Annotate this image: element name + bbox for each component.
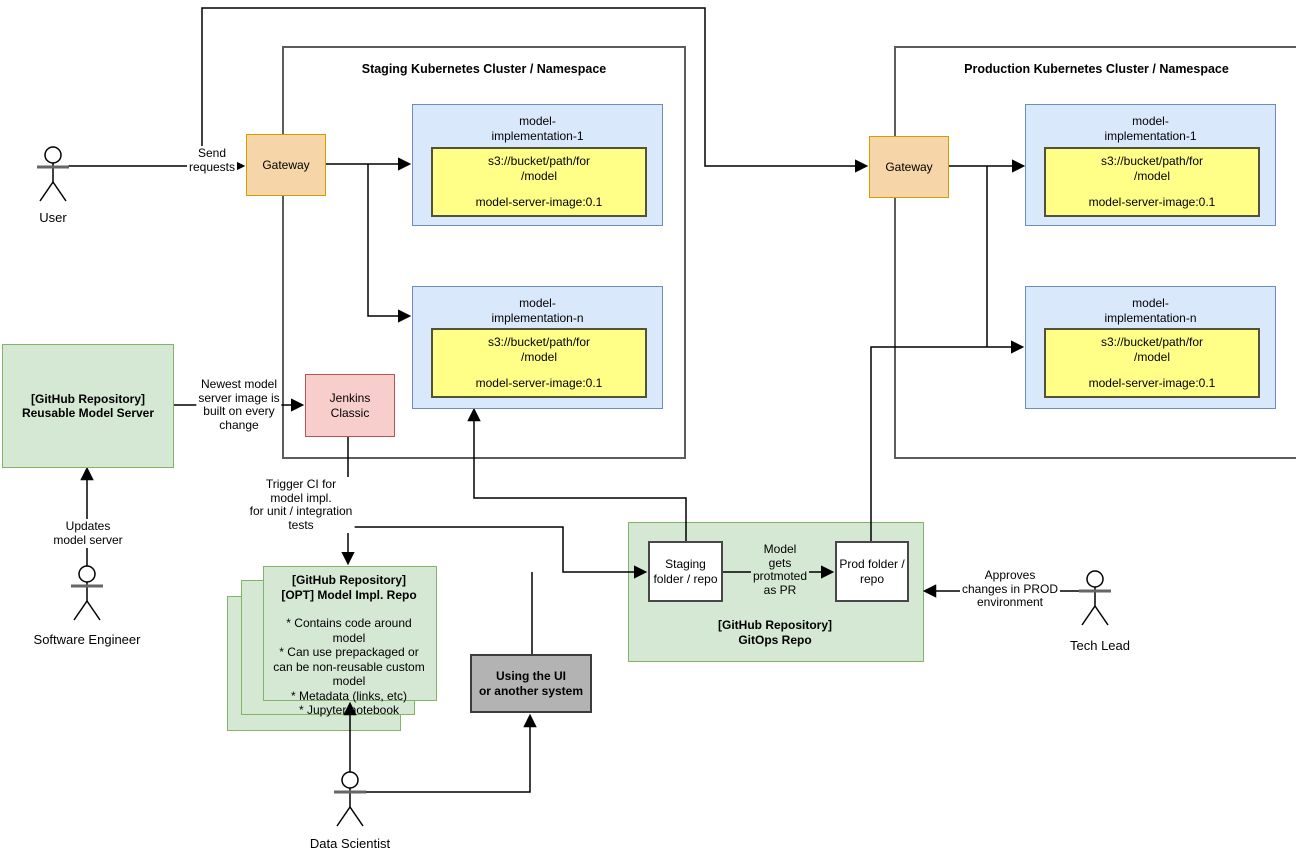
actor-data-scientist: [334, 771, 366, 827]
edge-gateway-to-impln-staging: [367, 164, 412, 323]
model-impl-repo-box: [263, 566, 437, 701]
gitops-repo-label: [GitHub Repository] GitOps Repo: [718, 618, 832, 647]
model-server-image: model-server-image:0.1: [475, 375, 603, 390]
model-artifact-box: s3://bucket/path/for /model model-server…: [1044, 147, 1260, 217]
model-artifact-box: s3://bucket/path/for /model model-server…: [431, 147, 647, 217]
edge-stagingfolder-to-impln-staging: [467, 407, 687, 541]
label-model-promoted: Model gets protmoted as PR: [750, 542, 810, 598]
model-artifact-box: s3://bucket/path/for /model model-server…: [1044, 328, 1260, 398]
pod-title: model- implementation-1: [491, 114, 584, 143]
pod-title: model- implementation-n: [491, 296, 584, 325]
label-newest-model-image: Newest model server image is built on ev…: [196, 377, 282, 433]
label-send-requests: Send requests: [186, 146, 238, 175]
model-server-image: model-server-image:0.1: [475, 194, 603, 209]
staging-folder-repo: Staging folder / repo: [648, 541, 723, 602]
edge-prodfolder-to-impln-production: [870, 340, 1025, 541]
model-server-image: model-server-image:0.1: [1088, 375, 1216, 390]
model-impl-repo-header: [GitHub Repository] [OPT] Model Impl. Re…: [281, 573, 417, 602]
actor-label-tech-lead: Tech Lead: [1070, 638, 1130, 653]
actor-user: [37, 146, 69, 202]
model-impl-repo-bullets: * Contains code around model * Can use p…: [273, 616, 425, 717]
model-server-image: model-server-image:0.1: [1088, 194, 1216, 209]
production-gateway: Gateway: [869, 136, 949, 198]
actor-tech-lead: [1079, 570, 1111, 626]
actor-label-data-scientist: Data Scientist: [309, 836, 391, 851]
pod-title: model- implementation-n: [1104, 296, 1197, 325]
model-impl-repo-text: [GitHub Repository] [OPT] Model Impl. Re…: [243, 573, 455, 718]
production-model-implementation-n: model- implementation-n s3://bucket/path…: [1025, 286, 1276, 409]
staging-model-implementation-n: model- implementation-n s3://bucket/path…: [412, 286, 663, 409]
production-cluster-title: Production Kubernetes Cluster / Namespac…: [964, 62, 1229, 76]
using-ui-system: Using the UI or another system: [470, 654, 592, 713]
staging-model-implementation-1: model- implementation-1 s3://bucket/path…: [412, 104, 663, 226]
label-trigger-ci: Trigger CI for model impl. for unit / in…: [247, 477, 355, 533]
prod-folder-repo: Prod folder / repo: [835, 541, 909, 602]
label-approves-prod: Approves changes in PROD environment: [959, 568, 1061, 611]
edge-datascientist-to-usingui: [365, 713, 537, 793]
s3-path: s3://bucket/path/for /model: [1100, 335, 1204, 364]
model-artifact-box: s3://bucket/path/for /model model-server…: [431, 328, 647, 398]
staging-cluster-title: Staging Kubernetes Cluster / Namespace: [361, 62, 607, 76]
edge-user-to-production-gateway: [201, 7, 869, 173]
jenkins-classic: Jenkins Classic: [305, 374, 395, 437]
actor-software-engineer: [71, 565, 103, 621]
s3-path: s3://bucket/path/for /model: [487, 154, 591, 183]
pod-title: model- implementation-1: [1104, 114, 1197, 143]
actor-label-user: User: [39, 210, 67, 225]
staging-gateway: Gateway: [246, 134, 326, 196]
edge-to-stagingfolder: [348, 526, 648, 579]
s3-path: s3://bucket/path/for /model: [487, 335, 591, 364]
production-model-implementation-1: model- implementation-1 s3://bucket/path…: [1025, 104, 1276, 226]
label-updates-model-server: Updates model server: [51, 519, 125, 548]
s3-path: s3://bucket/path/for /model: [1100, 154, 1204, 183]
actor-label-software-engineer: Software Engineer: [33, 632, 141, 647]
reusable-model-server-repo: [GitHub Repository] Reusable Model Serve…: [2, 344, 174, 468]
